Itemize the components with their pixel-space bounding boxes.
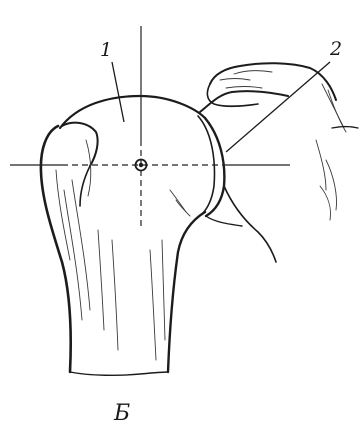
- joint-axes: [10, 26, 290, 230]
- leader-line-1: [112, 62, 124, 122]
- label-glenoid: 2: [329, 38, 342, 60]
- leader-line-2: [226, 62, 330, 152]
- figure-caption: Б: [113, 401, 130, 426]
- scapula-glenoid: [198, 63, 358, 262]
- label-humeral-head: 1: [100, 39, 112, 61]
- humerus-bone: [41, 96, 205, 375]
